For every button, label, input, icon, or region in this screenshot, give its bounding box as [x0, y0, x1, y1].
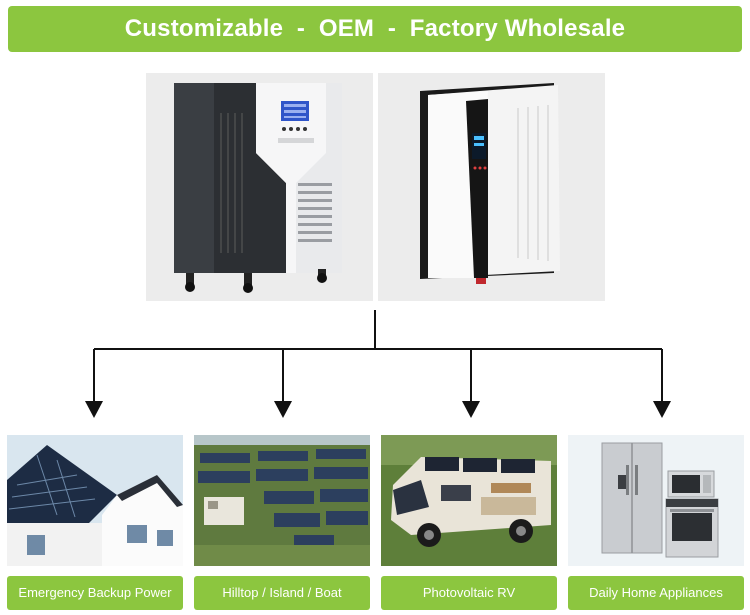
home-appliances-image — [568, 435, 744, 566]
connector-tree — [85, 310, 671, 418]
label-emergency-backup-power: Emergency Backup Power — [7, 576, 183, 610]
label-hilltop-island-boat: Hilltop / Island / Boat — [194, 576, 370, 610]
header-banner: Customizable - OEM - Factory Wholesale — [8, 6, 742, 52]
arrow-down-icon — [85, 401, 103, 418]
hilltop-island-image — [194, 435, 370, 566]
tower-inverter-image — [146, 73, 373, 301]
arrow-down-icon — [462, 401, 480, 418]
label-photovoltaic-rv: Photovoltaic RV — [381, 576, 557, 610]
label-daily-home-appliances: Daily Home Appliances — [568, 576, 744, 610]
arrow-down-icon — [653, 401, 671, 418]
arrow-down-icon — [274, 401, 292, 418]
photovoltaic-rv-image — [381, 435, 557, 566]
wall-inverter-image — [378, 73, 605, 301]
backup-power-image — [7, 435, 183, 566]
